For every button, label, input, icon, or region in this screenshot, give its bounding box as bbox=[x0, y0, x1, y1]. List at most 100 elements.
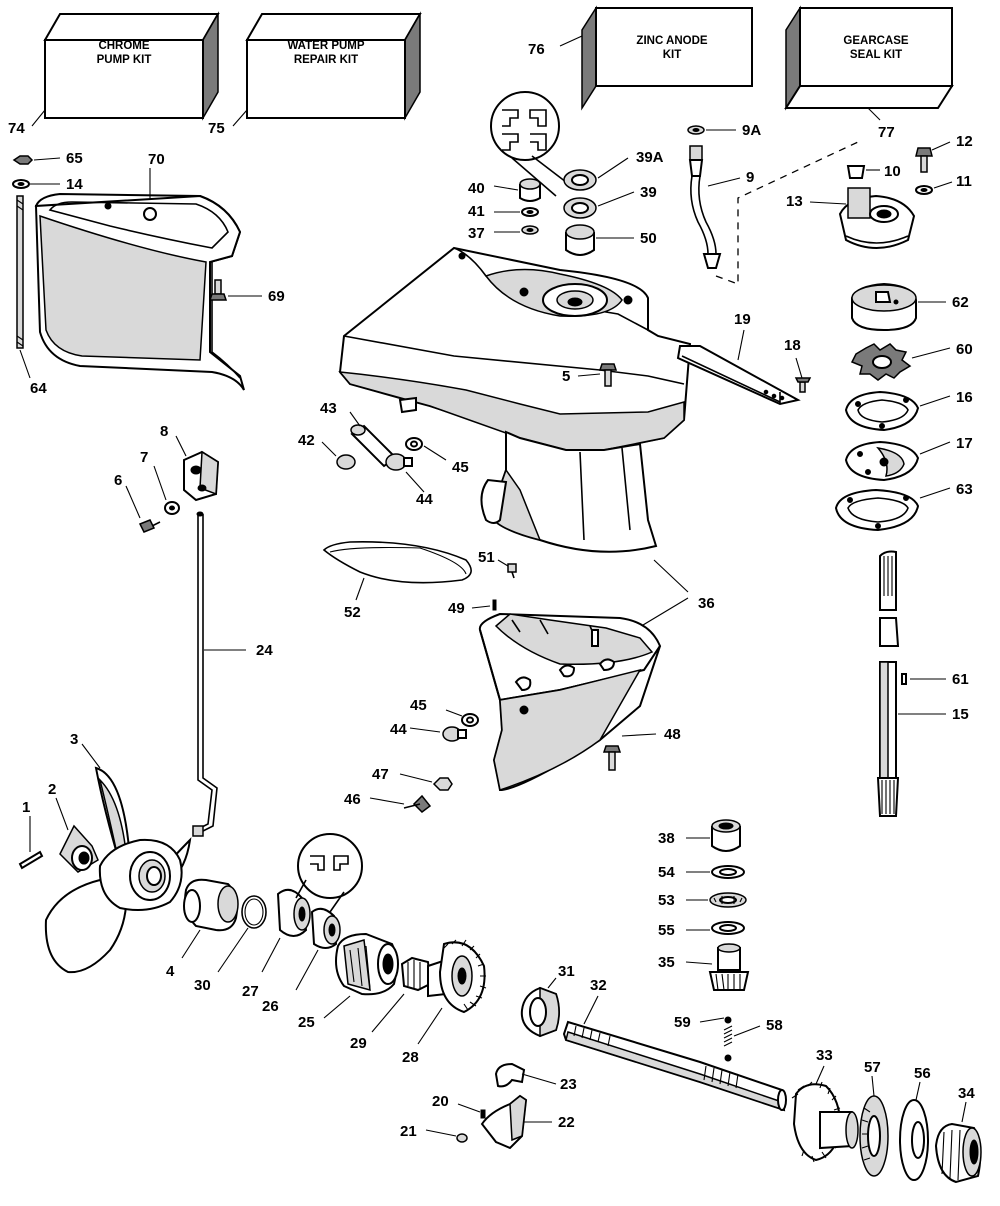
callout-21: 21 bbox=[400, 1123, 417, 1140]
shift-rod-pins bbox=[723, 1016, 733, 1062]
callout-60: 60 bbox=[956, 341, 973, 358]
plate-19 bbox=[676, 345, 801, 406]
seal-detail-circle-2 bbox=[295, 833, 363, 913]
bearing-29 bbox=[400, 956, 432, 992]
propeller-shaft-32 bbox=[562, 1020, 787, 1112]
prop-nut-2 bbox=[59, 824, 99, 873]
callout-36: 36 bbox=[698, 595, 715, 612]
cotter-pin-1 bbox=[18, 850, 44, 870]
callout-41: 41 bbox=[468, 203, 485, 220]
callout-39A: 39A bbox=[636, 149, 664, 166]
callout-44b: 44 bbox=[390, 721, 407, 738]
callout-55: 55 bbox=[658, 922, 675, 939]
kit-label-line2: PUMP KIT bbox=[97, 54, 152, 66]
washer-41 bbox=[521, 207, 539, 217]
callout-61: 61 bbox=[952, 671, 969, 688]
callout-42: 42 bbox=[298, 432, 315, 449]
washer-11 bbox=[915, 185, 933, 195]
cradle-23 bbox=[494, 1062, 526, 1088]
grommet-9A bbox=[687, 125, 705, 135]
nut-65 bbox=[12, 155, 34, 165]
washer-45a bbox=[405, 437, 423, 451]
callout-23: 23 bbox=[560, 1076, 577, 1093]
callout-77: 77 bbox=[878, 124, 895, 141]
callout-17: 17 bbox=[956, 435, 973, 452]
callout-26: 26 bbox=[262, 998, 279, 1015]
washer-14 bbox=[12, 179, 30, 189]
callout-46: 46 bbox=[344, 791, 361, 808]
callout-50: 50 bbox=[640, 230, 657, 247]
callout-76: 76 bbox=[528, 41, 545, 58]
callout-51: 51 bbox=[478, 549, 495, 566]
callout-75: 75 bbox=[208, 120, 225, 137]
kit-box-zinc-anode: ZINC ANODE KIT bbox=[581, 5, 753, 111]
callout-56: 56 bbox=[914, 1065, 931, 1082]
callout-6: 6 bbox=[114, 472, 122, 489]
impeller-housing-62 bbox=[851, 282, 917, 332]
callout-28: 28 bbox=[402, 1049, 419, 1066]
seal-26 bbox=[310, 907, 341, 949]
screw-18 bbox=[794, 377, 812, 393]
bearing-53 bbox=[709, 892, 747, 908]
kit-box-gearcase-seal: GEARCASE SEAL KIT bbox=[784, 5, 954, 111]
callout-39: 39 bbox=[640, 184, 657, 201]
callout-24: 24 bbox=[256, 642, 273, 659]
thrust-washer-56 bbox=[899, 1099, 929, 1181]
callout-45b: 45 bbox=[410, 697, 427, 714]
callout-44a: 44 bbox=[416, 491, 433, 508]
thrust-bushing-4 bbox=[183, 878, 239, 932]
pinion-gear-35 bbox=[708, 943, 750, 991]
callout-57: 57 bbox=[864, 1059, 881, 1076]
bearing-38 bbox=[711, 819, 741, 852]
bearing-housing-25 bbox=[335, 932, 399, 996]
callout-14: 14 bbox=[66, 176, 83, 193]
shift-rod-24 bbox=[192, 511, 218, 837]
washer-7 bbox=[164, 501, 180, 515]
callout-12: 12 bbox=[956, 133, 973, 150]
callout-9: 9 bbox=[746, 169, 754, 186]
shift-lever-8 bbox=[183, 450, 220, 502]
callout-1: 1 bbox=[22, 799, 30, 816]
callout-53: 53 bbox=[658, 892, 675, 909]
callout-30: 30 bbox=[194, 977, 211, 994]
callout-5: 5 bbox=[562, 368, 570, 385]
callout-20: 20 bbox=[432, 1093, 449, 1110]
callout-64: 64 bbox=[30, 380, 47, 397]
screw-69 bbox=[208, 279, 228, 301]
gearcase-housing bbox=[338, 246, 692, 553]
pin-20 bbox=[480, 1109, 486, 1119]
callout-8: 8 bbox=[160, 423, 168, 440]
nut-47 bbox=[432, 777, 453, 791]
callout-4: 4 bbox=[166, 963, 175, 980]
gear-33 bbox=[791, 1081, 859, 1163]
bearing-34 bbox=[934, 1122, 982, 1184]
pin-61 bbox=[901, 673, 907, 685]
screw-46 bbox=[403, 794, 432, 813]
seal-27 bbox=[276, 888, 311, 937]
screw-6 bbox=[138, 519, 161, 533]
screw-12 bbox=[915, 147, 933, 173]
impeller-60 bbox=[850, 343, 912, 381]
screw-48 bbox=[602, 745, 622, 771]
driveshaft-15 bbox=[876, 550, 900, 817]
gasket-16 bbox=[844, 390, 920, 432]
kit-label-line1: WATER PUMP bbox=[287, 40, 364, 52]
cradle-22 bbox=[480, 1094, 528, 1150]
gasket-63 bbox=[834, 488, 920, 532]
callout-31: 31 bbox=[558, 963, 575, 980]
nut-37 bbox=[521, 225, 539, 235]
callout-16: 16 bbox=[956, 389, 973, 406]
kit-label-line2: SEAL KIT bbox=[850, 49, 902, 61]
callout-63: 63 bbox=[956, 481, 973, 498]
clutch-dog-31 bbox=[520, 986, 560, 1038]
callout-45a: 45 bbox=[452, 459, 469, 476]
pin-49 bbox=[492, 599, 497, 611]
washer-55 bbox=[711, 921, 745, 935]
callout-37: 37 bbox=[468, 225, 485, 242]
callout-27: 27 bbox=[242, 983, 259, 1000]
exhaust-housing bbox=[34, 192, 245, 391]
plate-17 bbox=[844, 440, 920, 482]
water-tube bbox=[688, 145, 722, 269]
callout-32: 32 bbox=[590, 977, 607, 994]
